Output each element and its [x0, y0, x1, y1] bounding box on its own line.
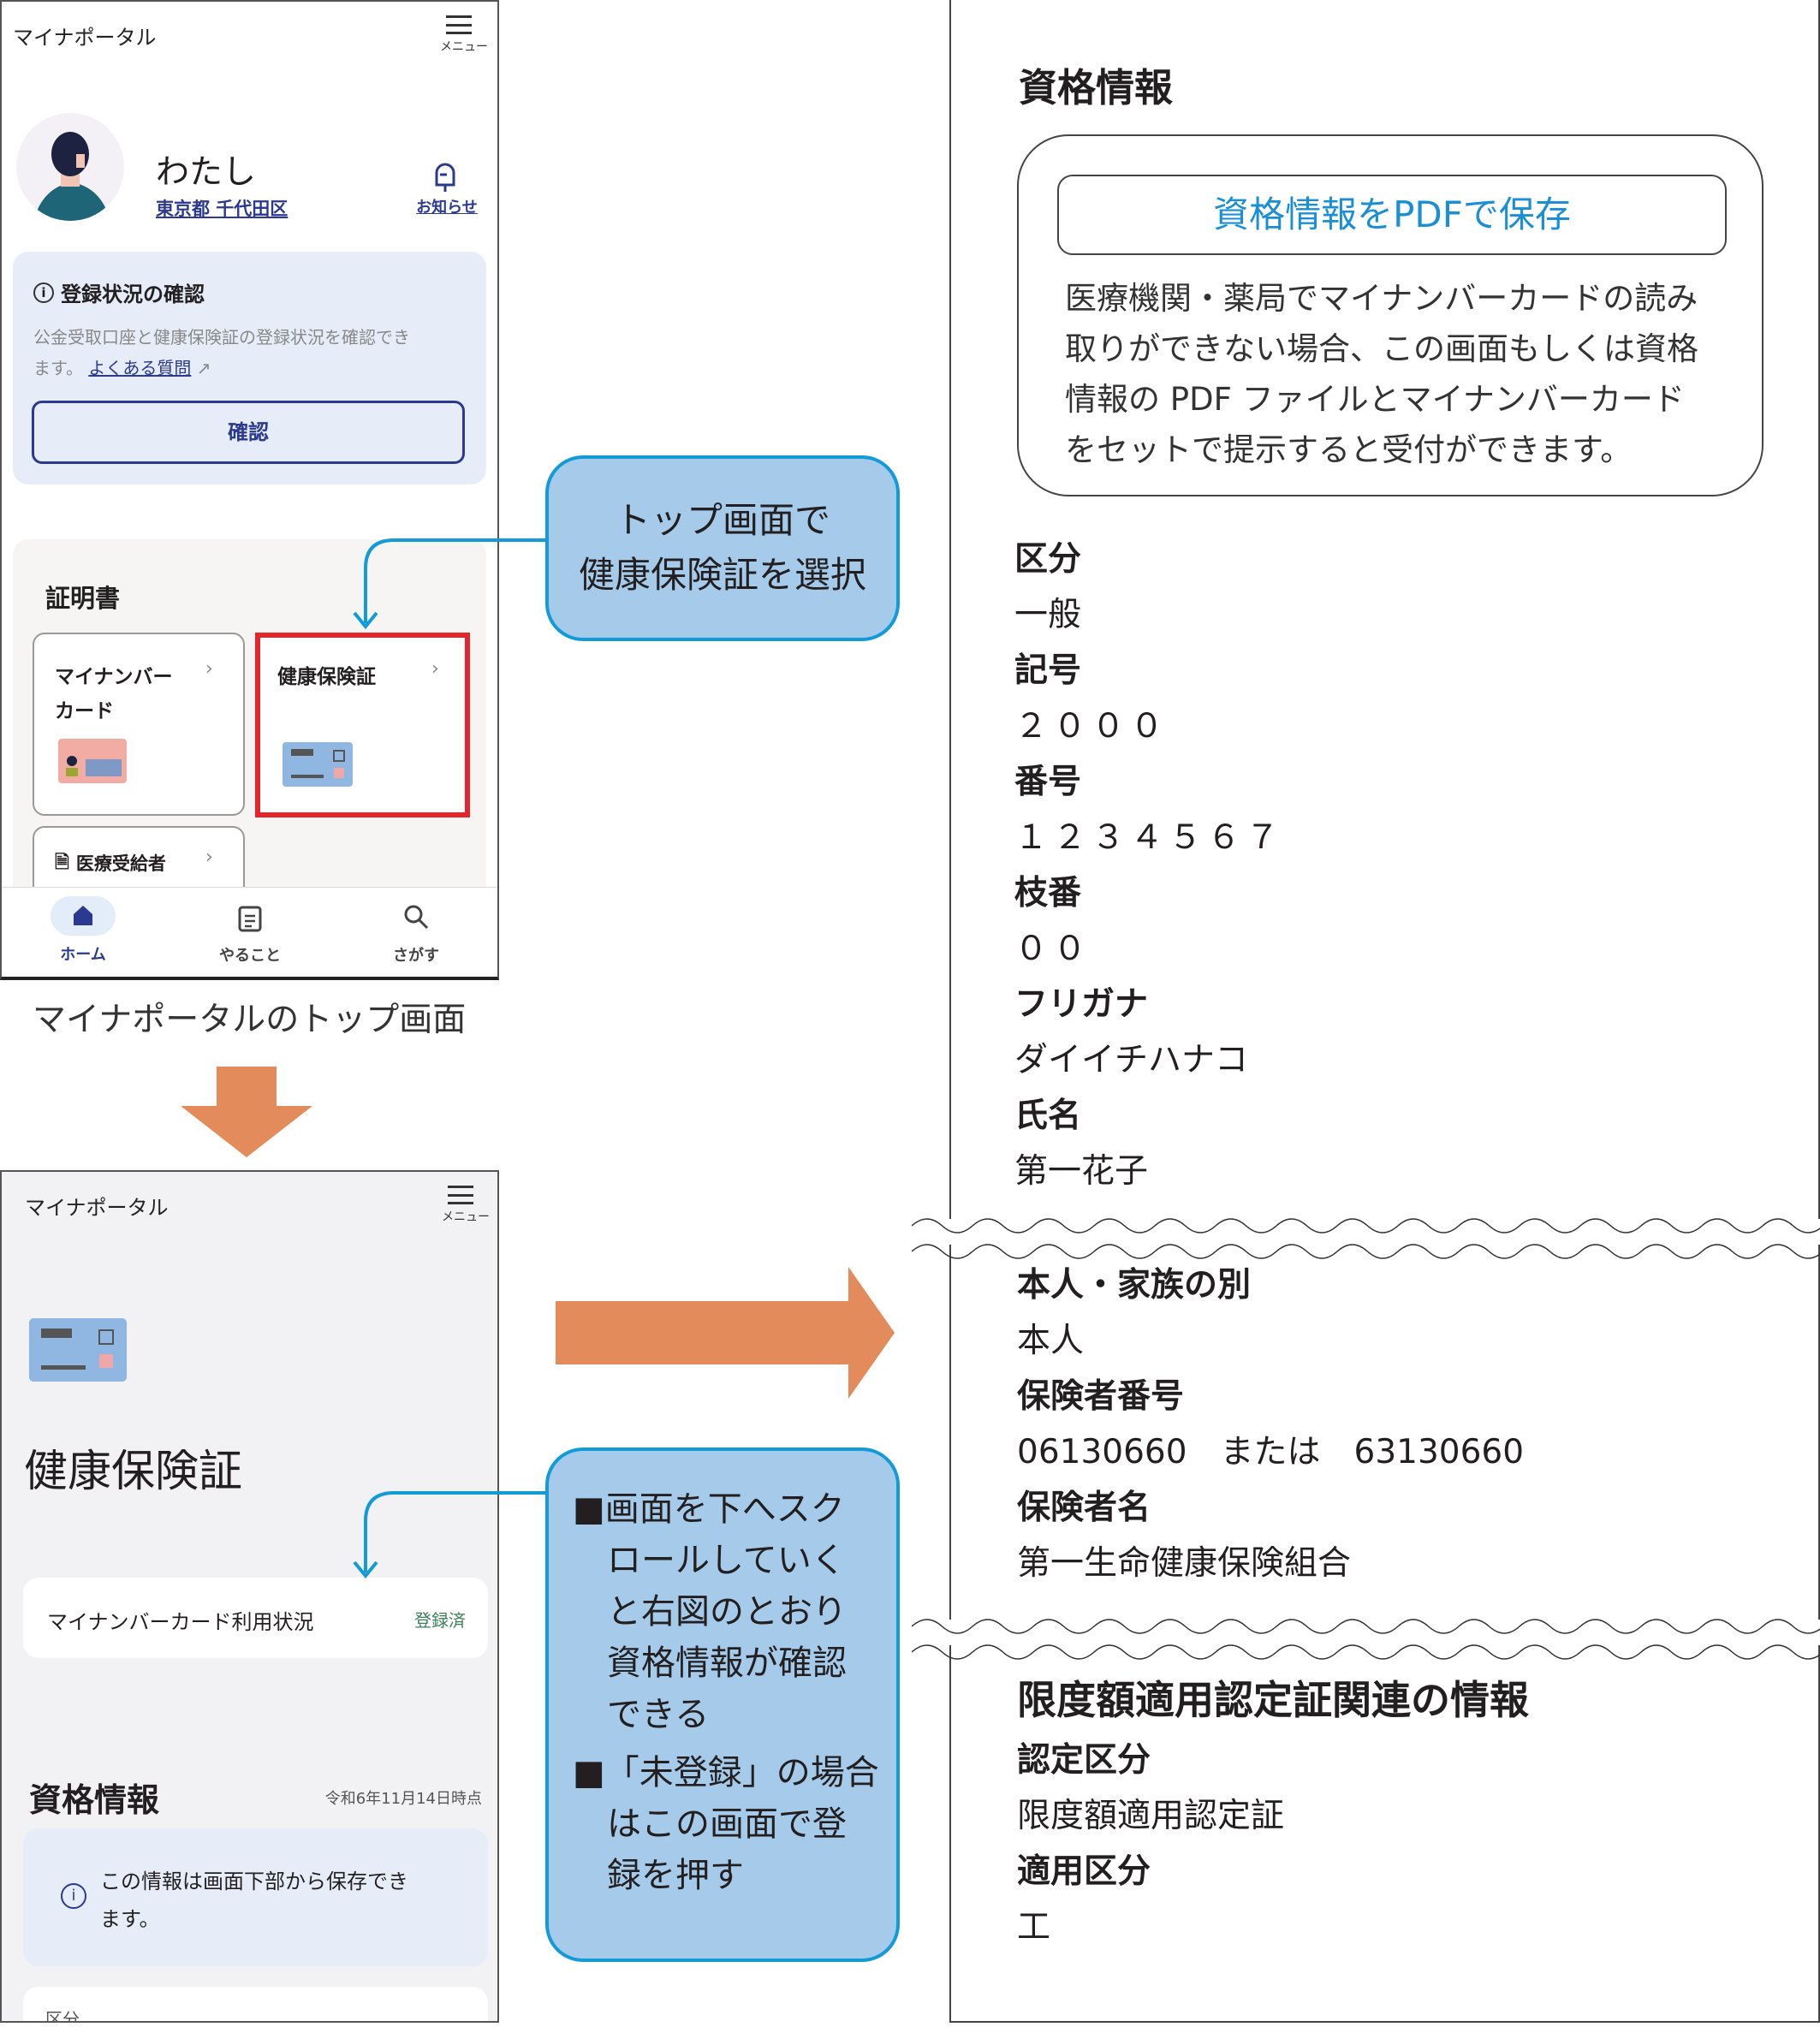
- callout2-connector: [353, 1491, 545, 1579]
- nav-label: さがす: [393, 947, 439, 965]
- page-title: 健康保険証: [24, 1447, 243, 1497]
- as-of-date: 令和6年11月14日時点: [324, 1790, 482, 1808]
- pdf-save-box: 資格情報をPDFで保存 医療機関・薬局でマイナンバーカードの読み 取りができない…: [1017, 134, 1763, 496]
- callout-text: 録を押す: [607, 1856, 744, 1895]
- callout-text: できる: [607, 1695, 710, 1734]
- qualification-detail-panel: [949, 0, 1820, 2023]
- limit-section-title: 限度額適用認定証関連の情報: [1017, 1677, 1529, 1723]
- top-screen-caption: マイナポータルのトップ画面: [33, 1001, 467, 1039]
- field-label: 区分: [45, 2009, 80, 2023]
- search-icon: [404, 905, 429, 930]
- chevron-right-icon: ›: [205, 847, 213, 868]
- wavy-break-divider: [912, 1218, 1820, 1259]
- card-label: 健康保険証: [277, 666, 376, 688]
- section-title: 資格情報: [29, 1781, 160, 1819]
- nav-label: やること: [219, 947, 281, 965]
- external-link-icon: ↗: [196, 358, 211, 378]
- info-text: この情報は画面下部から保存でき: [100, 1869, 408, 1893]
- callout-text: と右図のとおり: [607, 1592, 847, 1632]
- callout-text: 資格情報が確認: [607, 1644, 847, 1683]
- document-icon: 🗎: [55, 852, 69, 872]
- note-text: 情報の PDF ファイルとマイナンバーカード: [1065, 381, 1685, 418]
- health-insurance-card-icon: [283, 742, 353, 787]
- qualification-card: 区分: [23, 1987, 488, 2023]
- mynumber-card-icon: [58, 739, 127, 783]
- nav-home[interactable]: ホーム: [32, 896, 134, 965]
- save-info-box: i この情報は画面下部から保存でき ます。: [23, 1828, 488, 1966]
- info-icon: i: [61, 1883, 86, 1909]
- note-text: 取りができない場合、この画面もしくは資格: [1065, 330, 1698, 367]
- person-icon: [33, 132, 110, 221]
- right-arrow: [556, 1267, 895, 1399]
- health-insurance-screen: マイナポータル メニュー 健康保険証 マイナンバーカード利用状況 登録済 資格情…: [0, 1170, 499, 2023]
- registration-desc-2: ます。: [33, 358, 83, 378]
- info-icon: i: [33, 282, 54, 303]
- card-label: マイナンバー: [55, 666, 173, 688]
- down-arrow: [181, 1067, 312, 1157]
- menu-label: メニュー: [442, 1210, 490, 1224]
- bottom-nav: ホーム やること さがす: [2, 887, 497, 977]
- chevron-right-icon: ›: [431, 658, 439, 680]
- confirm-button[interactable]: 確認: [32, 401, 465, 464]
- app-title: マイナポータル: [13, 26, 157, 50]
- callout-text-2: 健康保険証を選択: [578, 554, 866, 596]
- menu-label: メニュー: [440, 40, 488, 54]
- callout-text: ■「未登録」の場合: [573, 1753, 879, 1792]
- mailbox-icon: [435, 163, 455, 192]
- info-text-2: ます。: [100, 1907, 160, 1931]
- hamburger-icon: [446, 15, 472, 34]
- address-link[interactable]: 東京都 千代田区: [156, 199, 288, 219]
- note-text: 医療機関・薬局でマイナンバーカードの読み: [1065, 280, 1698, 317]
- chevron-right-icon: ›: [205, 658, 213, 680]
- panel-title: 資格情報: [1019, 65, 1174, 110]
- nav-label: ホーム: [60, 946, 106, 964]
- certificates-heading: 証明書: [45, 584, 121, 613]
- usage-label: マイナンバーカード利用状況: [47, 1610, 314, 1634]
- faq-link[interactable]: よくある質問: [88, 358, 192, 378]
- nav-todo[interactable]: やること: [199, 903, 301, 966]
- nav-search[interactable]: さがす: [365, 903, 467, 966]
- card-label-2: カード: [55, 700, 114, 722]
- top-phone-screen: マイナポータル メニュー わたし 東京都 千代田区 お知らせ i 登録状況の確認…: [0, 0, 499, 980]
- user-name: わたし: [156, 153, 257, 192]
- home-icon: [51, 896, 116, 936]
- card-label: 医療受給者: [75, 853, 166, 874]
- callout-text: はこの画面で登: [607, 1804, 847, 1844]
- callout-select-insurance: トップ画面で 健康保険証を選択: [545, 455, 900, 641]
- health-insurance-card-icon: [29, 1318, 127, 1382]
- certificate-card-mynumber[interactable]: マイナンバー カード ›: [33, 633, 245, 816]
- callout1-connector: [353, 538, 545, 630]
- callout-text: ロールしていく: [607, 1541, 846, 1580]
- notice-button[interactable]: お知らせ: [404, 163, 490, 217]
- status-badge: 登録済: [414, 1610, 466, 1631]
- app-title: マイナポータル: [25, 1196, 169, 1220]
- menu-button[interactable]: メニュー: [440, 15, 488, 55]
- registration-desc: 公金受取口座と健康保険証の登録状況を確認でき: [33, 327, 410, 348]
- notice-label: お知らせ: [416, 199, 478, 217]
- callout-text: トップ画面で: [614, 499, 830, 541]
- save-pdf-button[interactable]: 資格情報をPDFで保存: [1057, 175, 1727, 255]
- note-text: をセットで提示すると受付ができます。: [1065, 431, 1633, 468]
- hamburger-icon: [448, 1186, 473, 1204]
- card-usage-status-row[interactable]: マイナンバーカード利用状況 登録済: [23, 1578, 488, 1658]
- wavy-break-divider: [912, 1619, 1820, 1660]
- menu-button[interactable]: メニュー: [442, 1186, 490, 1225]
- avatar: [16, 113, 124, 221]
- certificate-card-health-insurance[interactable]: 健康保険証 ›: [255, 633, 470, 817]
- registration-status-card: i 登録状況の確認 公金受取口座と健康保険証の登録状況を確認でき ます。 よくあ…: [13, 252, 486, 484]
- registration-title: 登録状況の確認: [61, 282, 205, 306]
- callout-scroll-info: ■画面を下へスク ロールしていく と右図のとおり 資格情報が確認 できる ■「未…: [545, 1447, 900, 1962]
- clipboard-icon: [238, 906, 262, 932]
- callout-text: ■画面を下へスク: [573, 1489, 845, 1529]
